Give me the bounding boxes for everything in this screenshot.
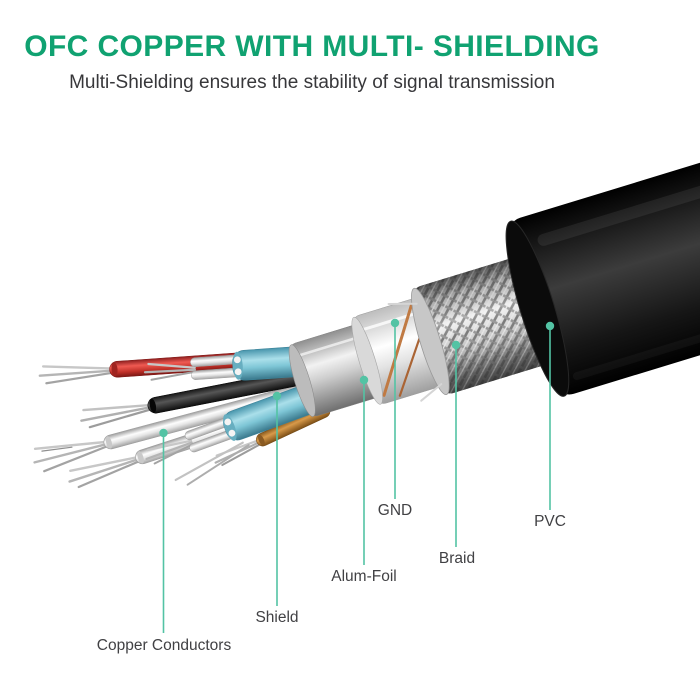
page-title: OFC COPPER WITH MULTI- SHIELDING (24, 30, 600, 63)
copper-strands (80, 403, 154, 429)
callout-label-braid: Braid (438, 550, 476, 567)
copper-strands (143, 362, 197, 381)
page-subtitle: Multi-Shielding ensures the stability of… (69, 72, 555, 93)
callout-pvc (545, 321, 555, 510)
callout-label-pvc: PVC (534, 513, 566, 530)
callout-alum-foil (359, 375, 369, 565)
callout-copper-conductors (159, 428, 168, 633)
copper-strands (68, 455, 142, 489)
callout-dot-alum-foil (359, 375, 369, 385)
cable-assembly (33, 135, 700, 489)
callout-lines (159, 318, 555, 633)
callout-gnd (390, 318, 400, 499)
loose-strands (174, 441, 250, 486)
callout-dot-copper-conductors (159, 428, 168, 438)
callout-label-shield: Shield (255, 609, 299, 626)
copper-strands (145, 439, 194, 465)
pvc-jacket (505, 135, 700, 397)
callout-dot-braid (451, 340, 461, 350)
callout-label-copper-conductors: Copper Conductors (96, 637, 232, 654)
header: OFC COPPER WITH MULTI- SHIELDING Multi-S… (0, 30, 624, 94)
callout-dot-shield (272, 391, 282, 401)
black-wire (80, 366, 320, 429)
callout-dot-gnd (390, 318, 400, 328)
callout-dot-pvc (545, 321, 555, 331)
copper-strands (38, 365, 115, 385)
callout-braid (451, 340, 461, 547)
callout-shield (272, 391, 282, 606)
copper-strands (33, 440, 110, 473)
callout-label-gnd: GND (377, 502, 413, 519)
wire-bundle (33, 345, 331, 489)
callout-label-alum-foil: Alum-Foil (331, 568, 397, 585)
